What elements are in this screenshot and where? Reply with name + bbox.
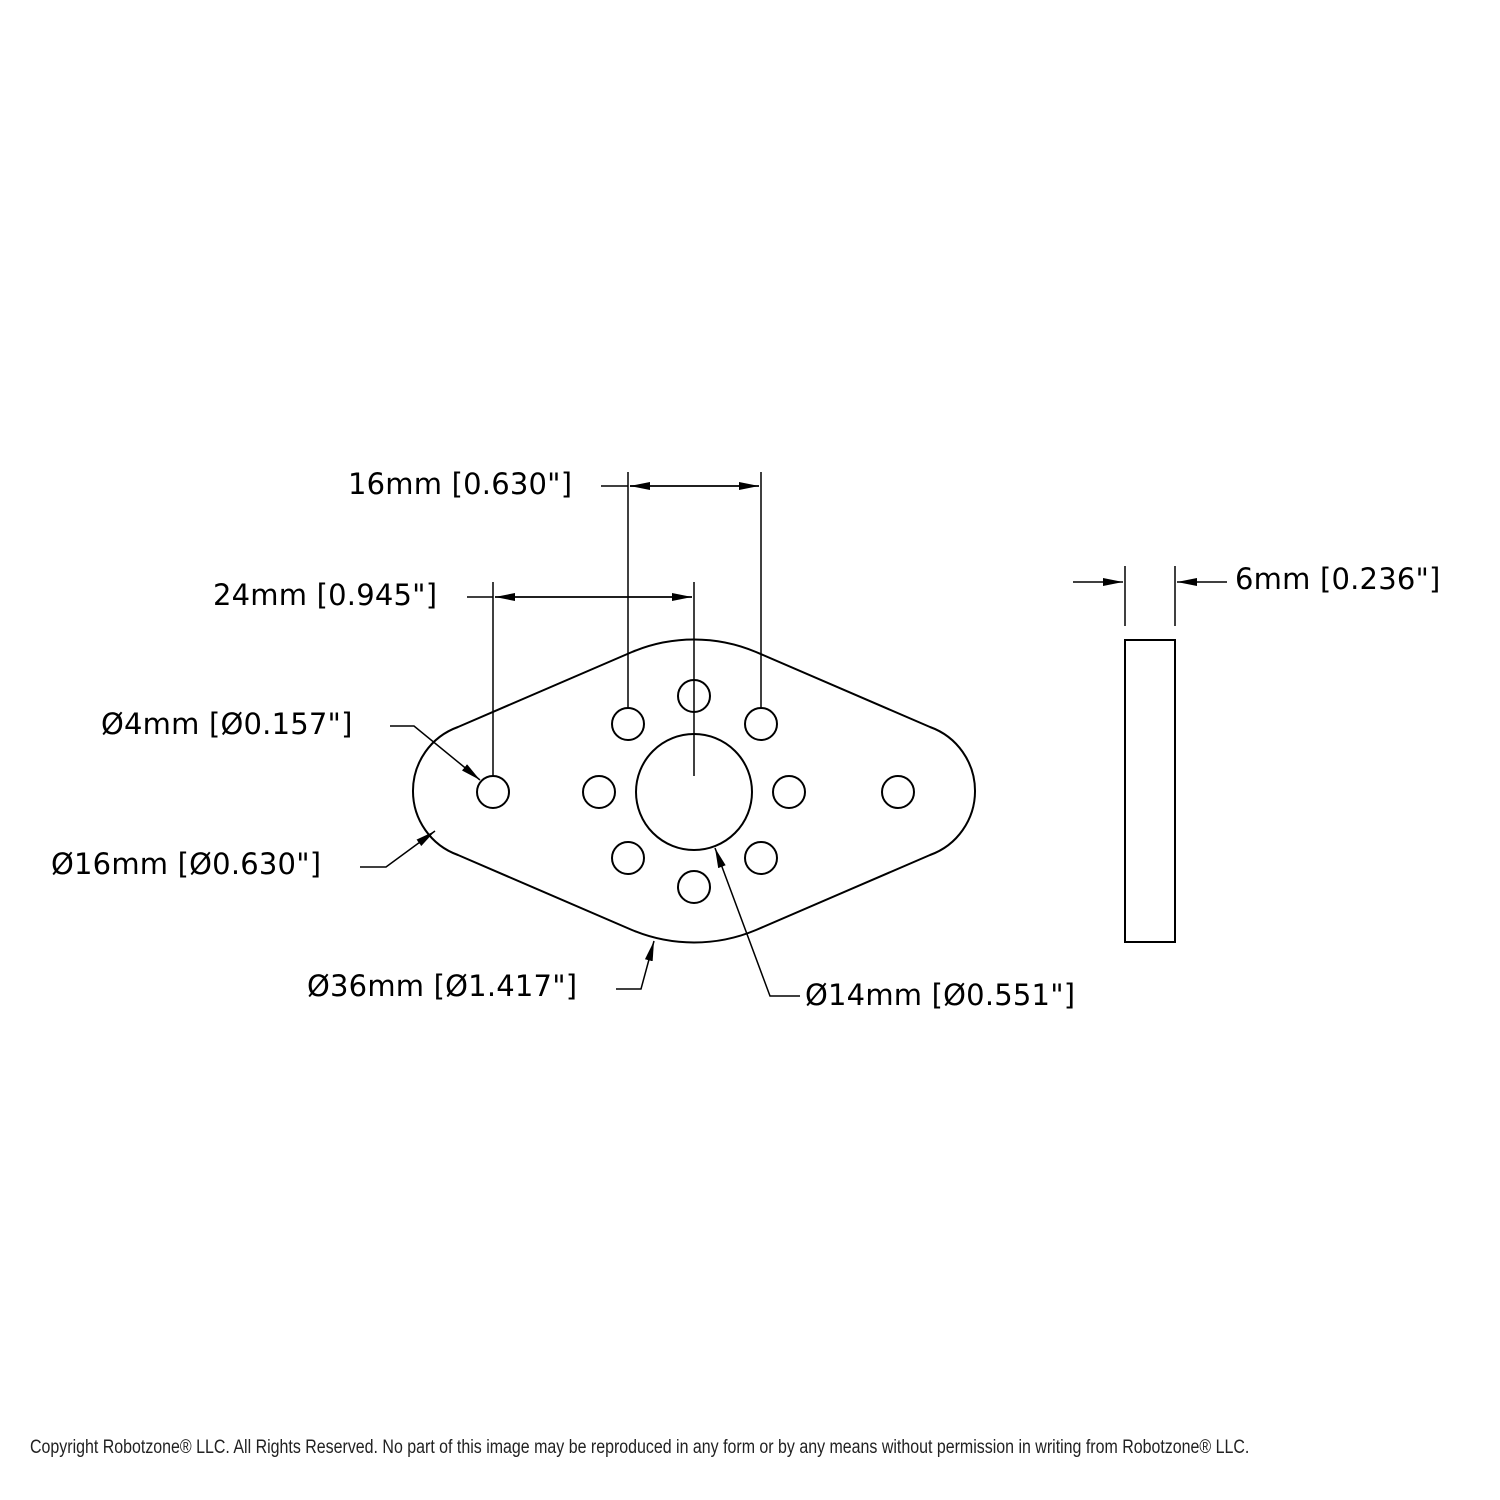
mount-hole bbox=[881, 775, 915, 809]
pattern-hole bbox=[744, 707, 778, 741]
dim-center-hole-diameter: Ø14mm [Ø0.551"] bbox=[805, 978, 1076, 1012]
pattern-hole bbox=[611, 707, 645, 741]
dim-hole-spacing-16: 16mm [0.630"] bbox=[348, 467, 573, 501]
pattern-hole bbox=[611, 841, 645, 875]
pattern-hole bbox=[677, 870, 711, 904]
dimension-lines bbox=[360, 472, 1227, 997]
mount-hole bbox=[476, 775, 510, 809]
plate-outline bbox=[412, 638, 976, 944]
dim-thickness: 6mm [0.236"] bbox=[1235, 562, 1441, 596]
dim-outer-diameter: Ø36mm [Ø1.417"] bbox=[307, 969, 578, 1003]
pattern-hole bbox=[744, 841, 778, 875]
pattern-hole bbox=[582, 775, 616, 809]
pattern-hole bbox=[772, 775, 806, 809]
copyright-notice: Copyright Robotzone® LLC. All Rights Res… bbox=[30, 1437, 1250, 1458]
dim-lobe-diameter: Ø16mm [Ø0.630"] bbox=[51, 847, 322, 881]
side-view bbox=[1124, 639, 1176, 943]
dim-hole-spacing-24: 24mm [0.945"] bbox=[213, 578, 438, 612]
dim-small-hole-diameter: Ø4mm [Ø0.157"] bbox=[101, 707, 353, 741]
